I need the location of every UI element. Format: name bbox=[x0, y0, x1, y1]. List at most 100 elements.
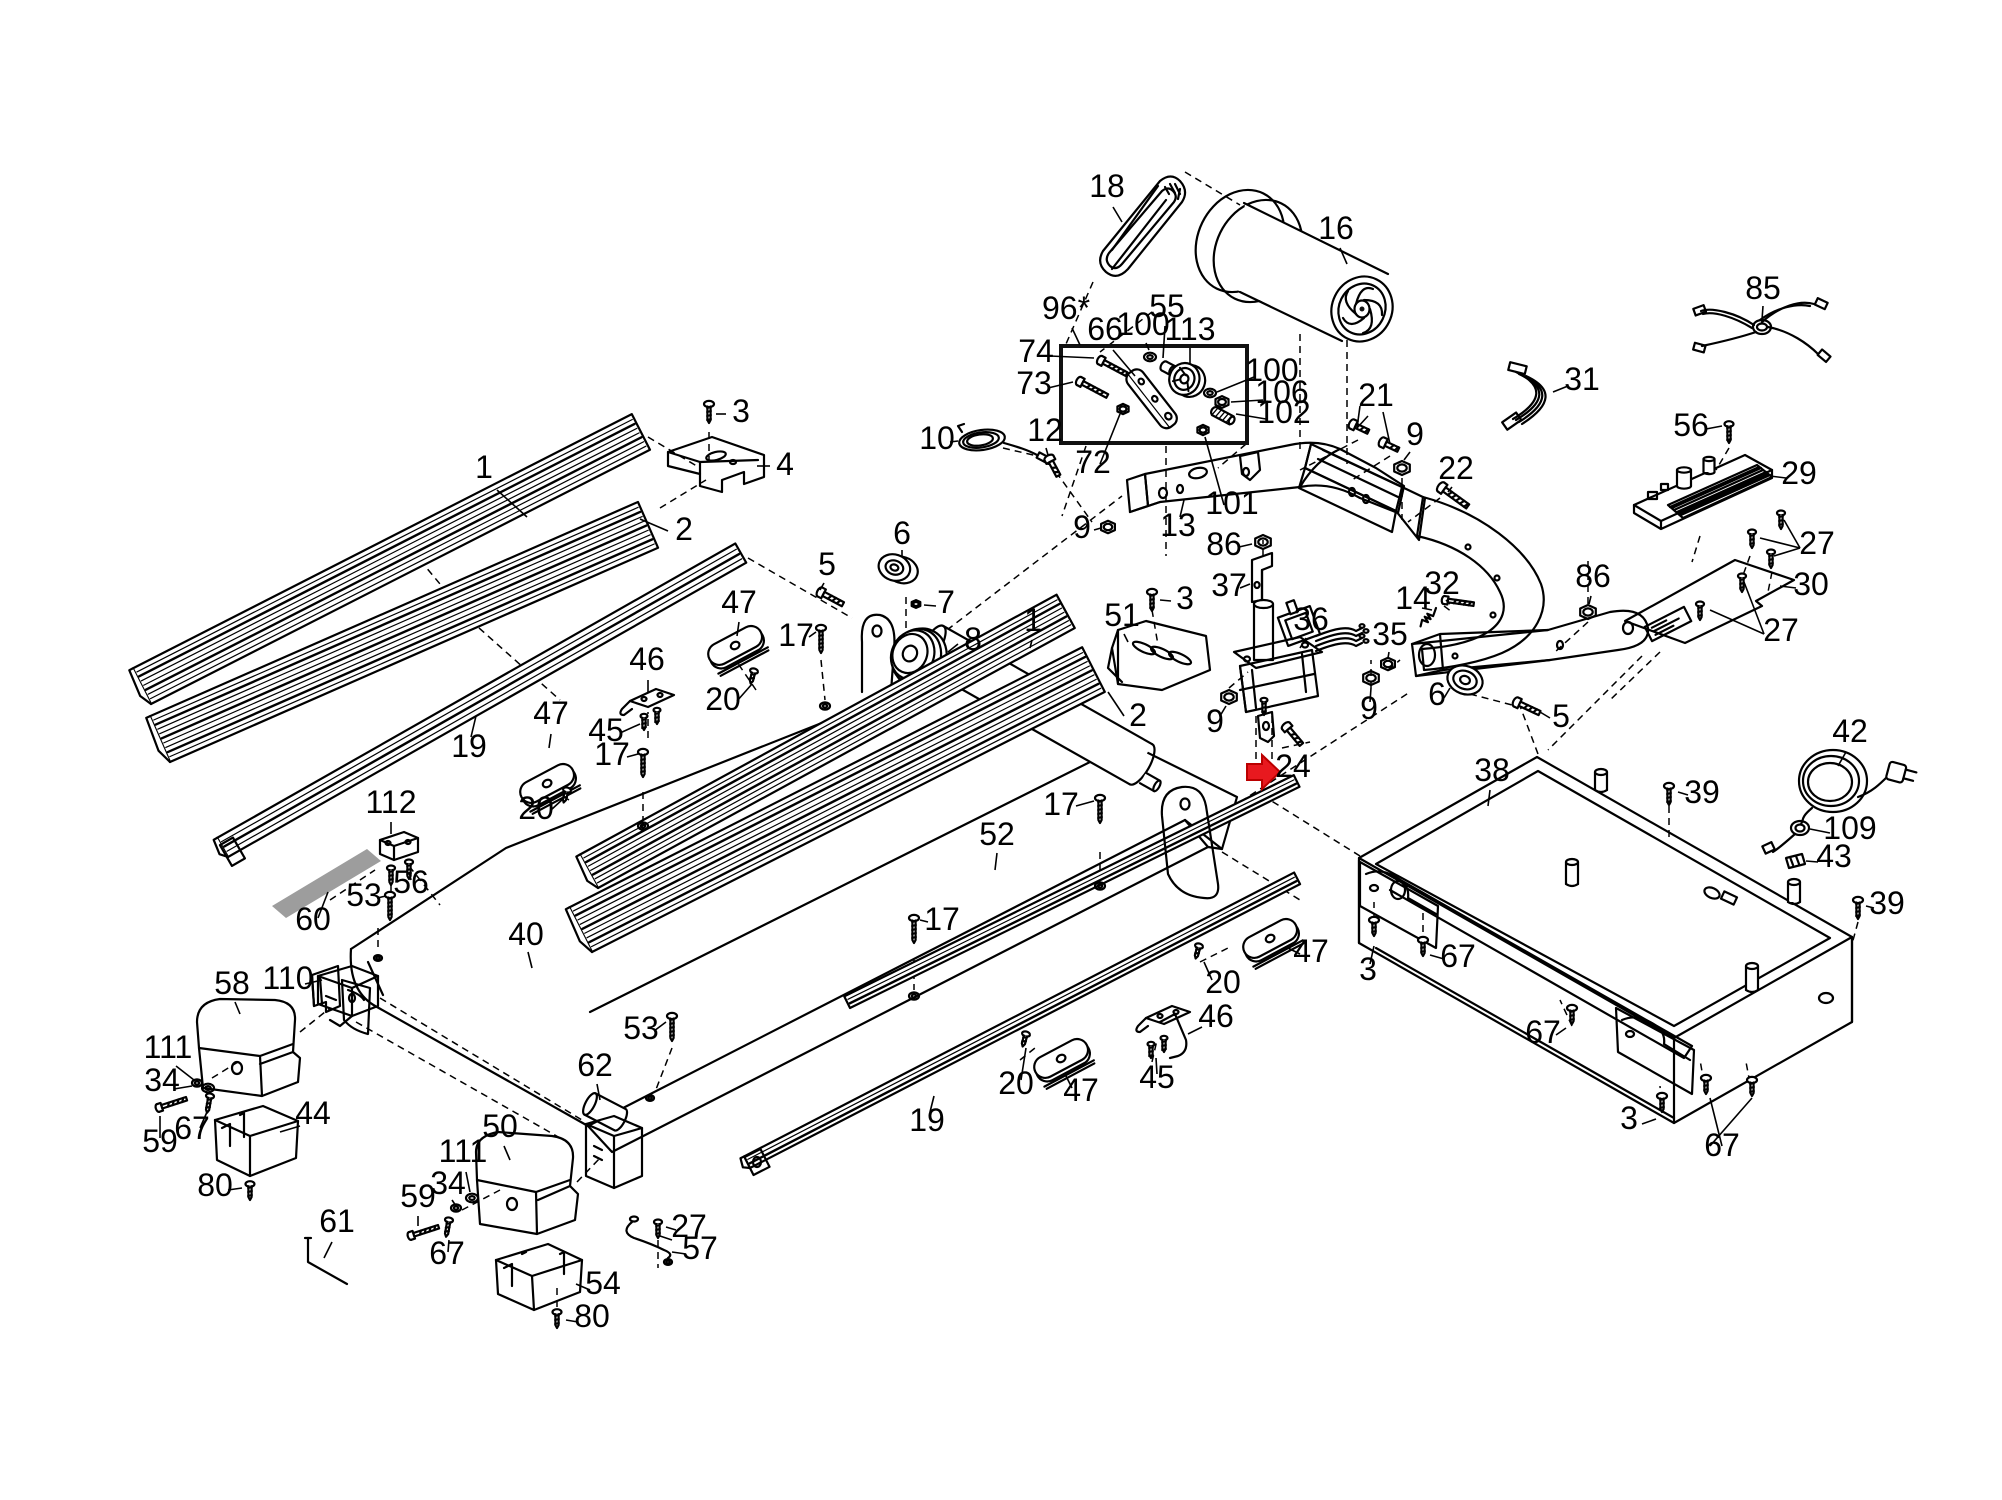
svg-text:2: 2 bbox=[675, 511, 693, 547]
svg-text:54: 54 bbox=[585, 1265, 621, 1301]
svg-text:17: 17 bbox=[924, 901, 960, 937]
svg-text:109: 109 bbox=[1823, 810, 1876, 846]
svg-text:73: 73 bbox=[1016, 365, 1052, 401]
svg-text:111: 111 bbox=[439, 1133, 488, 1169]
svg-text:51: 51 bbox=[1104, 597, 1140, 633]
svg-text:45: 45 bbox=[588, 712, 624, 748]
svg-text:56: 56 bbox=[393, 864, 429, 900]
svg-text:17: 17 bbox=[778, 617, 814, 653]
svg-text:60: 60 bbox=[295, 901, 331, 937]
svg-text:20: 20 bbox=[998, 1065, 1034, 1101]
svg-text:53: 53 bbox=[346, 877, 382, 913]
svg-text:102: 102 bbox=[1257, 394, 1310, 430]
svg-text:44: 44 bbox=[295, 1095, 331, 1131]
svg-text:2: 2 bbox=[1129, 697, 1147, 733]
svg-text:7: 7 bbox=[937, 584, 955, 620]
svg-text:24: 24 bbox=[1275, 748, 1311, 784]
svg-text:80: 80 bbox=[197, 1167, 233, 1203]
svg-text:67: 67 bbox=[1525, 1014, 1561, 1050]
svg-text:74: 74 bbox=[1018, 333, 1054, 369]
svg-text:14: 14 bbox=[1395, 580, 1431, 616]
svg-text:56: 56 bbox=[1673, 407, 1709, 443]
svg-text:27: 27 bbox=[1763, 612, 1799, 648]
svg-text:67: 67 bbox=[174, 1110, 210, 1146]
svg-text:47: 47 bbox=[1063, 1072, 1099, 1108]
svg-text:86: 86 bbox=[1575, 558, 1611, 594]
svg-text:57: 57 bbox=[682, 1230, 718, 1266]
svg-text:4: 4 bbox=[776, 446, 794, 482]
svg-text:10: 10 bbox=[919, 420, 955, 456]
svg-text:3: 3 bbox=[1176, 580, 1194, 616]
svg-text:32: 32 bbox=[1424, 565, 1460, 601]
svg-text:46: 46 bbox=[629, 641, 665, 677]
svg-text:39: 39 bbox=[1684, 774, 1720, 810]
svg-text:47: 47 bbox=[1293, 933, 1329, 969]
svg-text:55: 55 bbox=[1149, 288, 1185, 324]
svg-text:13: 13 bbox=[1160, 507, 1196, 543]
svg-text:19: 19 bbox=[451, 728, 487, 764]
svg-text:17: 17 bbox=[594, 736, 630, 772]
svg-text:100: 100 bbox=[1116, 306, 1169, 342]
svg-text:9: 9 bbox=[1406, 416, 1424, 452]
svg-text:59: 59 bbox=[400, 1178, 436, 1214]
svg-text:106: 106 bbox=[1255, 374, 1308, 410]
svg-text:29: 29 bbox=[1781, 455, 1817, 491]
svg-text:52: 52 bbox=[979, 816, 1015, 852]
svg-text:3: 3 bbox=[1359, 951, 1377, 987]
svg-text:111: 111 bbox=[144, 1029, 193, 1065]
svg-text:43: 43 bbox=[1816, 838, 1852, 874]
svg-text:6: 6 bbox=[893, 515, 911, 551]
svg-text:100: 100 bbox=[1245, 352, 1298, 388]
svg-text:42: 42 bbox=[1832, 713, 1868, 749]
svg-text:101: 101 bbox=[1205, 485, 1258, 521]
svg-text:12: 12 bbox=[1027, 412, 1063, 448]
svg-text:39: 39 bbox=[1869, 885, 1905, 921]
svg-text:27: 27 bbox=[1799, 525, 1835, 561]
svg-text:50: 50 bbox=[482, 1108, 518, 1144]
svg-text:31: 31 bbox=[1564, 361, 1600, 397]
svg-text:80: 80 bbox=[574, 1298, 610, 1334]
svg-text:61: 61 bbox=[319, 1203, 355, 1239]
svg-text:5: 5 bbox=[1552, 698, 1570, 734]
svg-text:8: 8 bbox=[964, 621, 982, 657]
svg-text:67: 67 bbox=[1440, 938, 1476, 974]
svg-text:9: 9 bbox=[1206, 703, 1224, 739]
svg-text:6: 6 bbox=[1428, 676, 1446, 712]
svg-text:18: 18 bbox=[1089, 168, 1125, 204]
svg-text:35: 35 bbox=[1372, 616, 1408, 652]
svg-text:22: 22 bbox=[1438, 450, 1474, 486]
svg-text:20: 20 bbox=[705, 681, 741, 717]
svg-text:112: 112 bbox=[365, 784, 416, 820]
svg-text:1: 1 bbox=[475, 449, 493, 485]
svg-text:21: 21 bbox=[1358, 377, 1394, 413]
svg-text:30: 30 bbox=[1793, 566, 1829, 602]
svg-text:62: 62 bbox=[577, 1047, 613, 1083]
svg-text:20: 20 bbox=[518, 790, 554, 826]
svg-text:47: 47 bbox=[721, 584, 757, 620]
svg-text:17: 17 bbox=[1043, 786, 1079, 822]
svg-text:47: 47 bbox=[533, 695, 569, 731]
svg-text:9: 9 bbox=[1073, 509, 1091, 545]
svg-text:58: 58 bbox=[214, 965, 250, 1001]
svg-text:20: 20 bbox=[1205, 964, 1241, 1000]
svg-text:66: 66 bbox=[1087, 311, 1123, 347]
svg-text:5: 5 bbox=[818, 546, 836, 582]
svg-text:86: 86 bbox=[1206, 526, 1242, 562]
svg-text:53: 53 bbox=[623, 1010, 659, 1046]
svg-text:1: 1 bbox=[1024, 602, 1042, 638]
svg-text:9: 9 bbox=[1360, 690, 1378, 726]
svg-text:34: 34 bbox=[430, 1165, 466, 1201]
svg-text:46: 46 bbox=[1198, 998, 1234, 1034]
svg-text:110: 110 bbox=[262, 960, 313, 996]
svg-text:113: 113 bbox=[1164, 311, 1215, 347]
svg-text:34: 34 bbox=[144, 1062, 180, 1098]
svg-text:38: 38 bbox=[1474, 752, 1510, 788]
svg-text:37: 37 bbox=[1211, 567, 1247, 603]
svg-text:16: 16 bbox=[1318, 210, 1354, 246]
svg-text:96*: 96* bbox=[1042, 290, 1090, 326]
svg-text:27: 27 bbox=[671, 1208, 707, 1244]
svg-text:67: 67 bbox=[429, 1235, 465, 1271]
svg-text:85: 85 bbox=[1745, 270, 1781, 306]
svg-text:3: 3 bbox=[1620, 1100, 1638, 1136]
svg-text:40: 40 bbox=[508, 916, 544, 952]
